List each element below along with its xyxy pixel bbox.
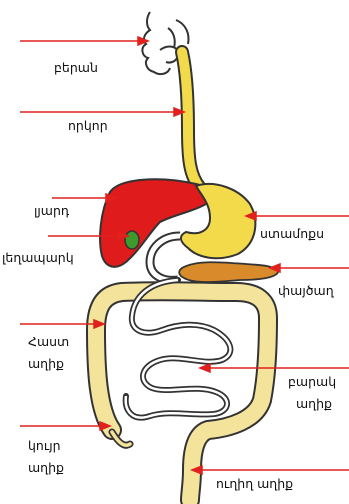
esophagus [182, 52, 200, 188]
label-small-intestine-1: բարակ [288, 376, 336, 389]
label-small-intestine-2: աղիք [296, 398, 332, 411]
label-rectum: ուղիղ աղիք [216, 478, 293, 491]
label-large-intestine-1: Հաստ [28, 336, 69, 349]
label-gallbladder: լեղապարկ [2, 252, 74, 265]
label-appendix-1: կույր [28, 440, 61, 453]
pancreas [179, 262, 278, 282]
label-esophagus: որկոր [68, 120, 108, 133]
label-liver: լյարդ [34, 205, 69, 218]
gallbladder [125, 231, 139, 249]
label-mouth: բերան [54, 62, 98, 75]
label-appendix-2: աղիք [28, 462, 64, 475]
label-pancreas: փայծաղ [278, 285, 334, 298]
label-large-intestine-2: աղիք [28, 358, 64, 371]
arrow-small-intestine-head [200, 364, 210, 372]
label-stomach: ստամոքս [260, 228, 324, 241]
